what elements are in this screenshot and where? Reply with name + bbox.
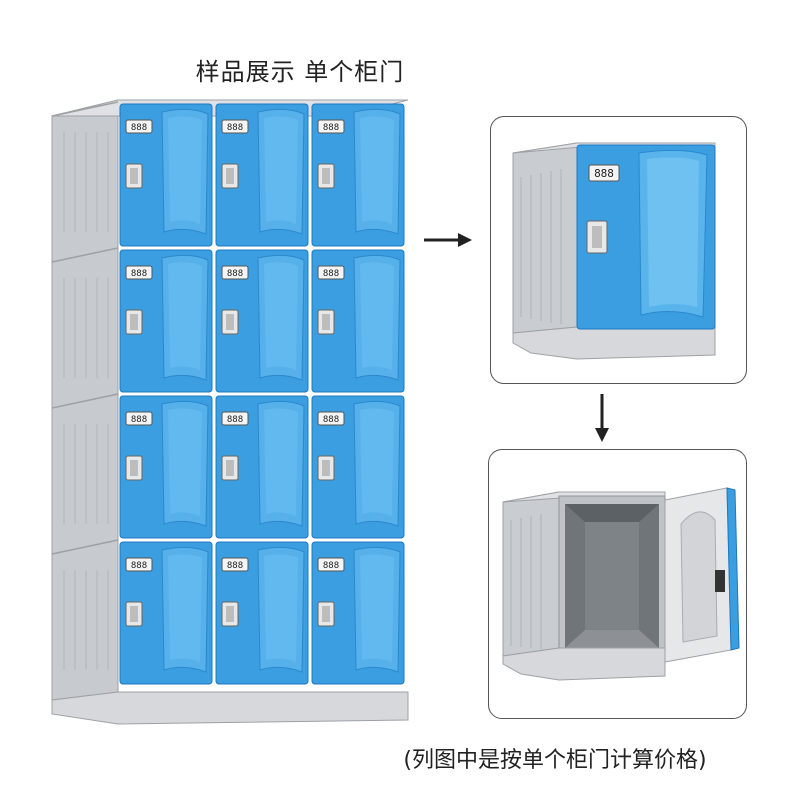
- lock-code-label: 888: [323, 123, 339, 133]
- locker-door: 888: [215, 395, 309, 539]
- lock-code-label: 888: [131, 269, 147, 279]
- lock-code-label: 888: [323, 415, 339, 425]
- locker-door: 888: [119, 541, 213, 685]
- lock-code-label: 888: [131, 123, 147, 133]
- locker-door: 888: [311, 249, 405, 393]
- lock-code-label: 888: [227, 269, 243, 279]
- arrow-right-icon: [424, 233, 472, 247]
- locker-door: 888: [215, 249, 309, 393]
- locker-door: 888: [311, 541, 405, 685]
- single-locker-closed-panel: 888: [490, 116, 747, 384]
- single-locker-closed-image: 888: [512, 142, 716, 360]
- lock-code-label: 888: [323, 561, 339, 571]
- locker-door: 888: [311, 103, 405, 247]
- lock-code-label: 888: [227, 123, 243, 133]
- locker-door: 888: [311, 395, 405, 539]
- locker-cabinet-image: 888 888 888 888 888 888 888 888 888 888 888 888: [51, 99, 409, 725]
- lock-code-label: 888: [594, 167, 614, 180]
- lock-code-label: 888: [131, 415, 147, 425]
- locker-door: 888: [119, 249, 213, 393]
- lock-code-label: 888: [131, 561, 147, 571]
- locker-door: 888: [119, 103, 213, 247]
- lock-code-label: 888: [227, 415, 243, 425]
- lock-code-label: 888: [227, 561, 243, 571]
- page-title: 样品展示 单个柜门: [195, 58, 405, 86]
- single-locker-open-image: [502, 487, 740, 681]
- arrow-down-icon: [595, 394, 609, 442]
- locker-door: 888: [215, 541, 309, 685]
- single-locker-open-panel: [488, 449, 747, 719]
- locker-door: 888: [215, 103, 309, 247]
- lock-code-label: 888: [323, 269, 339, 279]
- price-note: (列图中是按单个柜门计算价格): [403, 748, 707, 773]
- locker-door: 888: [119, 395, 213, 539]
